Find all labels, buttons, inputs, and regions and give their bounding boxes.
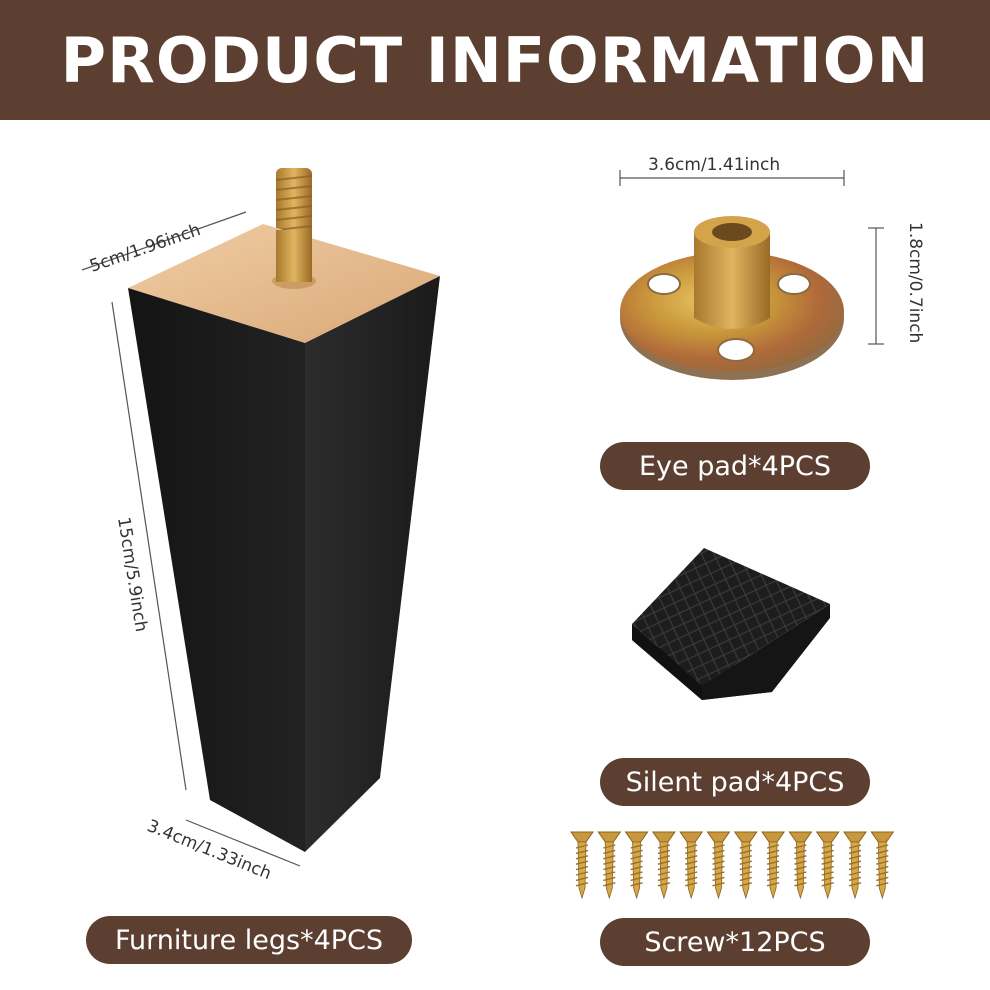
eye-pad-barrel bbox=[694, 232, 770, 329]
eye-pad-width-label: 3.6cm/1.41inch bbox=[648, 155, 780, 175]
screw-icon bbox=[624, 831, 649, 900]
silent-pad-top bbox=[632, 548, 830, 686]
screw-caption: Screw*12PCS bbox=[600, 918, 870, 966]
leg-right-face bbox=[305, 276, 440, 852]
eye-pad-height-label: 1.8cm/0.7inch bbox=[905, 222, 925, 343]
screw-icon bbox=[843, 831, 867, 900]
screw-icon bbox=[597, 831, 622, 900]
screw-icon bbox=[651, 831, 676, 900]
leg-dimension-lines bbox=[81, 211, 301, 867]
leg-height-label: 15cm/5.9inch bbox=[113, 516, 151, 634]
silent-pad-image bbox=[632, 548, 830, 700]
leg-bottom-label: 3.4cm/1.33inch bbox=[144, 816, 274, 884]
page-title: PRODUCT INFORMATION bbox=[60, 23, 930, 97]
furniture-legs-caption: Furniture legs*4PCS bbox=[86, 916, 412, 964]
screw-icon bbox=[870, 831, 895, 900]
eye-pad-image bbox=[620, 216, 844, 380]
screw-row bbox=[570, 831, 895, 900]
furniture-leg-image bbox=[128, 168, 440, 852]
screw-icon bbox=[733, 831, 758, 900]
silent-pad-caption: Silent pad*4PCS bbox=[600, 758, 870, 806]
screw-icon bbox=[570, 831, 594, 900]
screw-icon bbox=[706, 831, 731, 900]
screw-icon bbox=[788, 831, 813, 900]
screw-icon bbox=[815, 831, 840, 900]
screw-icon bbox=[761, 831, 786, 900]
eye-pad-dimension-lines bbox=[619, 170, 884, 345]
eye-pad-caption: Eye pad*4PCS bbox=[600, 442, 870, 490]
screw-icon bbox=[679, 831, 704, 900]
leg-left-face bbox=[128, 288, 305, 852]
header-banner: PRODUCT INFORMATION bbox=[0, 0, 990, 120]
